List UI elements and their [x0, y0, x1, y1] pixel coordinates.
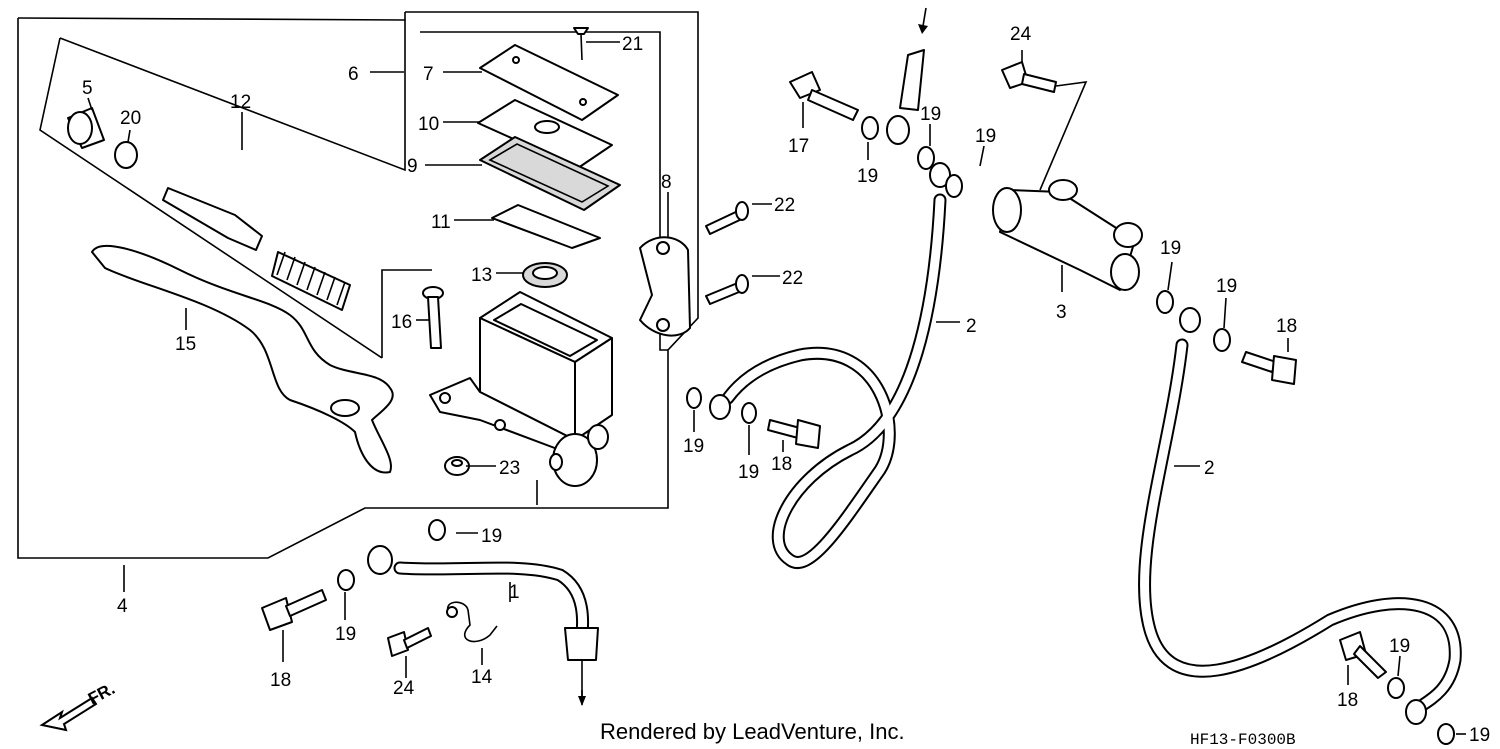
- bolt-18-left[interactable]: [261, 589, 327, 631]
- callout-22a: 22: [774, 195, 795, 216]
- diaphragm-plate[interactable]: [477, 99, 613, 169]
- hose-upper-fitting[interactable]: [886, 49, 925, 145]
- callout-6: 6: [348, 64, 359, 85]
- holder-screws[interactable]: [705, 201, 749, 305]
- callout-18d: 18: [1337, 690, 1358, 711]
- diaphragm[interactable]: [479, 136, 621, 211]
- callout-2a: 2: [966, 316, 977, 337]
- callout-19c: 19: [975, 126, 996, 147]
- bolt-24-bottom[interactable]: [387, 627, 432, 657]
- callout-24a: 24: [1010, 24, 1032, 45]
- callout-8: 8: [661, 172, 672, 193]
- callout-19e: 19: [1216, 276, 1237, 297]
- master-cylinder-holder[interactable]: [639, 236, 691, 337]
- front-direction-arrow: FR.: [39, 679, 118, 732]
- flow-arrows: [578, 7, 928, 706]
- callout-23: 23: [499, 458, 520, 479]
- callout-19k: 19: [1469, 725, 1490, 746]
- callout-2b: 2: [1204, 458, 1215, 479]
- sealing-washers[interactable]: [337, 116, 1455, 745]
- callout-21: 21: [622, 34, 643, 55]
- callout-18b: 18: [771, 454, 792, 475]
- hose-clamp[interactable]: [446, 601, 498, 643]
- brake-hose-lower[interactable]: [1138, 307, 1462, 725]
- callout-4: 4: [117, 596, 128, 617]
- callout-18a: 18: [1276, 316, 1297, 337]
- callout-13: 13: [471, 265, 492, 286]
- callout-1: 1: [509, 582, 520, 603]
- bolt-18-right[interactable]: [1241, 351, 1297, 385]
- callout-19d: 19: [1160, 238, 1181, 259]
- callout-9: 9: [407, 156, 418, 177]
- bolt-18-bottom[interactable]: [1339, 631, 1387, 679]
- master-cylinder-piston-set[interactable]: [67, 107, 351, 311]
- callout-numbers: 1 2 2 3 4 5 6 7 8 9 10 11 12 13 14 15 16…: [82, 24, 1490, 746]
- bolt-24-top[interactable]: [1001, 61, 1057, 93]
- bolt-18-middle[interactable]: [767, 419, 821, 449]
- callout-12: 12: [230, 92, 251, 113]
- brake-hose-upper[interactable]: [709, 162, 951, 569]
- callout-19b: 19: [920, 104, 941, 125]
- callout-20: 20: [120, 108, 141, 129]
- float-plate[interactable]: [491, 204, 601, 249]
- callout-18c: 18: [270, 670, 291, 691]
- callout-24b: 24: [393, 678, 415, 699]
- callout-19j: 19: [1389, 636, 1410, 657]
- callout-7: 7: [423, 64, 434, 85]
- cap-screw[interactable]: [573, 27, 589, 61]
- leader-lines: [87, 41, 1466, 735]
- callout-22b: 22: [782, 268, 803, 289]
- callout-16: 16: [391, 312, 412, 333]
- mounting-nut[interactable]: [444, 456, 470, 476]
- callout-19a: 19: [857, 166, 878, 187]
- brake-hose-1[interactable]: [367, 545, 599, 700]
- three-way-joint[interactable]: [992, 179, 1143, 291]
- callout-10: 10: [418, 114, 439, 135]
- callout-19f: 19: [683, 436, 704, 457]
- diagram-code: HF13-F0300B: [1190, 731, 1296, 749]
- reservoir-cap[interactable]: [479, 44, 619, 121]
- callout-3: 3: [1056, 302, 1067, 323]
- callout-11: 11: [431, 212, 451, 233]
- callout-15: 15: [175, 334, 196, 355]
- callout-14: 14: [471, 667, 493, 688]
- master-cylinder-body[interactable]: [429, 262, 613, 487]
- bolt-17[interactable]: [789, 71, 859, 121]
- callout-19h: 19: [481, 526, 502, 547]
- callout-19i: 19: [335, 624, 356, 645]
- lever-pivot-bolt[interactable]: [422, 286, 444, 349]
- callout-19g: 19: [738, 462, 759, 483]
- brake-lever[interactable]: [91, 244, 394, 474]
- render-credit: Rendered by LeadVenture, Inc.: [600, 719, 905, 744]
- callout-5: 5: [82, 78, 93, 99]
- callout-17: 17: [788, 136, 809, 157]
- assembly-outline: [17, 11, 699, 559]
